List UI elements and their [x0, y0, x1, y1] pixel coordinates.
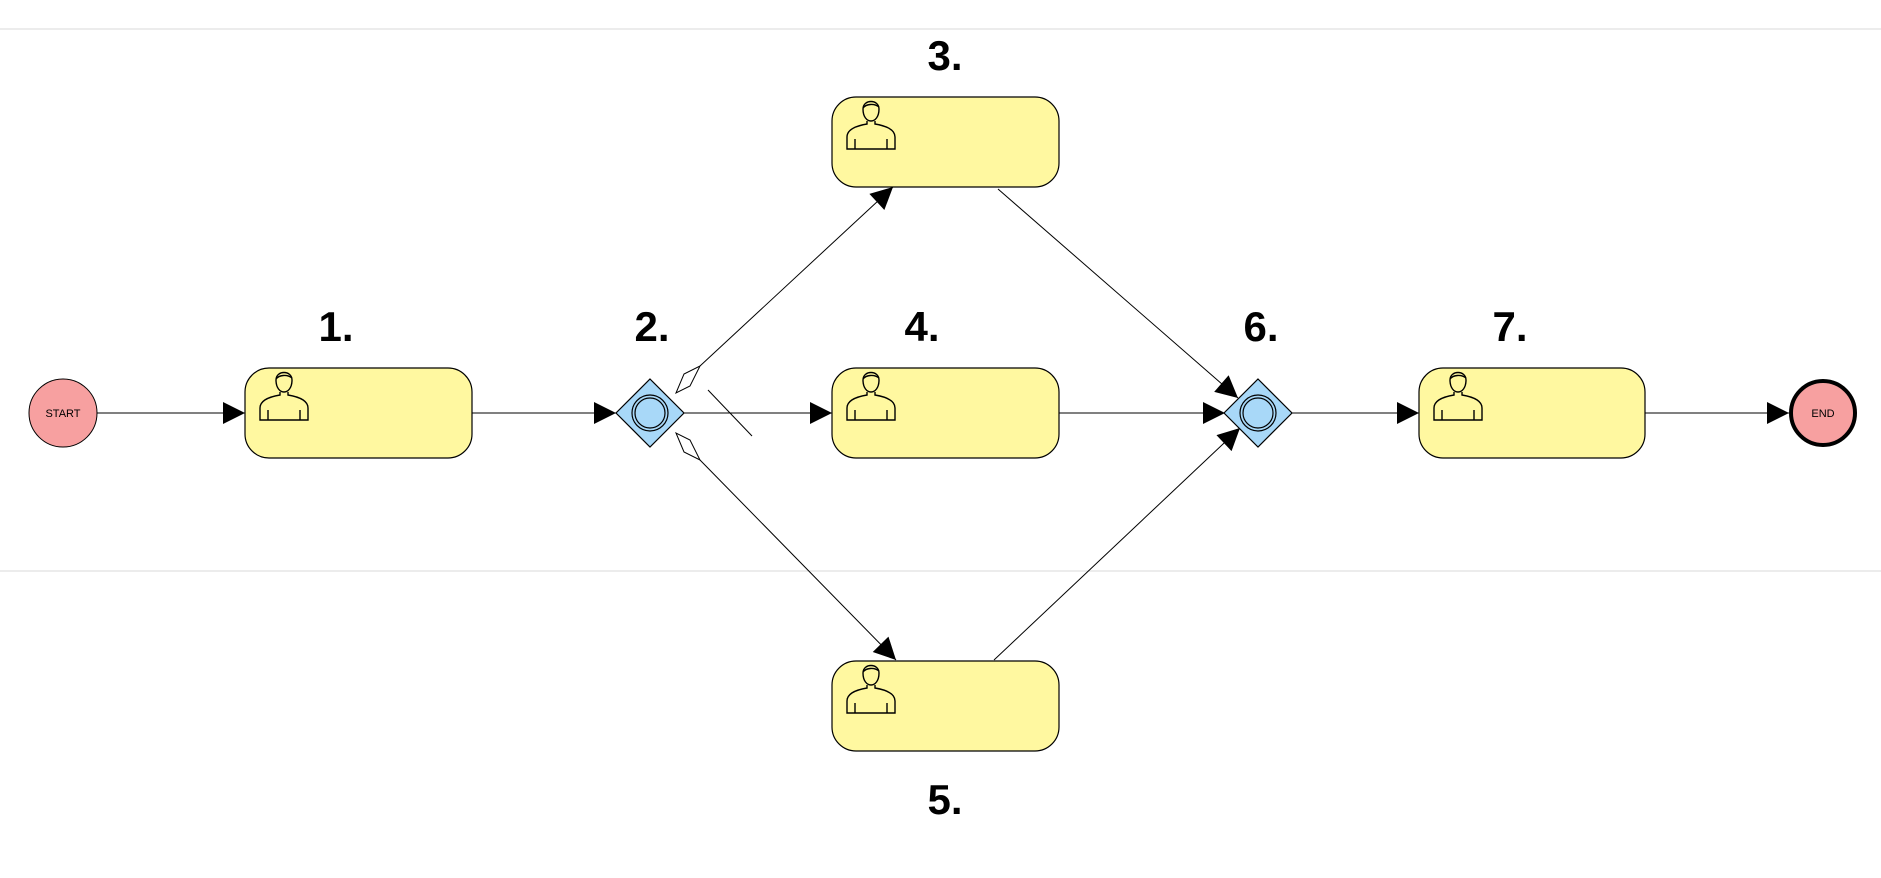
start-event-label: START	[45, 408, 80, 420]
flow-3-to-6	[997, 188, 1239, 399]
task-5[interactable]	[831, 660, 1060, 752]
flow-2-to-5	[699, 459, 897, 661]
start-event[interactable]: START	[28, 378, 98, 448]
step-label-2: 2.	[634, 303, 669, 350]
gateway-6[interactable]	[1223, 378, 1293, 448]
step-label-7: 7.	[1492, 303, 1527, 350]
step-label-6: 6.	[1243, 303, 1278, 350]
step-label-1: 1.	[318, 303, 353, 350]
end-event-label: END	[1811, 408, 1834, 420]
task-1[interactable]	[244, 367, 473, 459]
end-event[interactable]: END	[1789, 379, 1857, 447]
gateway-2[interactable]	[615, 378, 685, 448]
condition-marker-5	[675, 431, 702, 462]
task-3[interactable]	[831, 96, 1060, 188]
condition-marker-3	[675, 364, 702, 395]
task-7[interactable]	[1418, 367, 1646, 459]
step-label-4: 4.	[904, 303, 939, 350]
flow-5-to-6	[993, 427, 1241, 661]
task-4[interactable]	[831, 367, 1060, 459]
default-flow-marker	[707, 389, 753, 437]
flow-2-to-3	[699, 186, 894, 367]
step-label-5: 5.	[927, 776, 962, 823]
step-label-3: 3.	[927, 32, 962, 79]
